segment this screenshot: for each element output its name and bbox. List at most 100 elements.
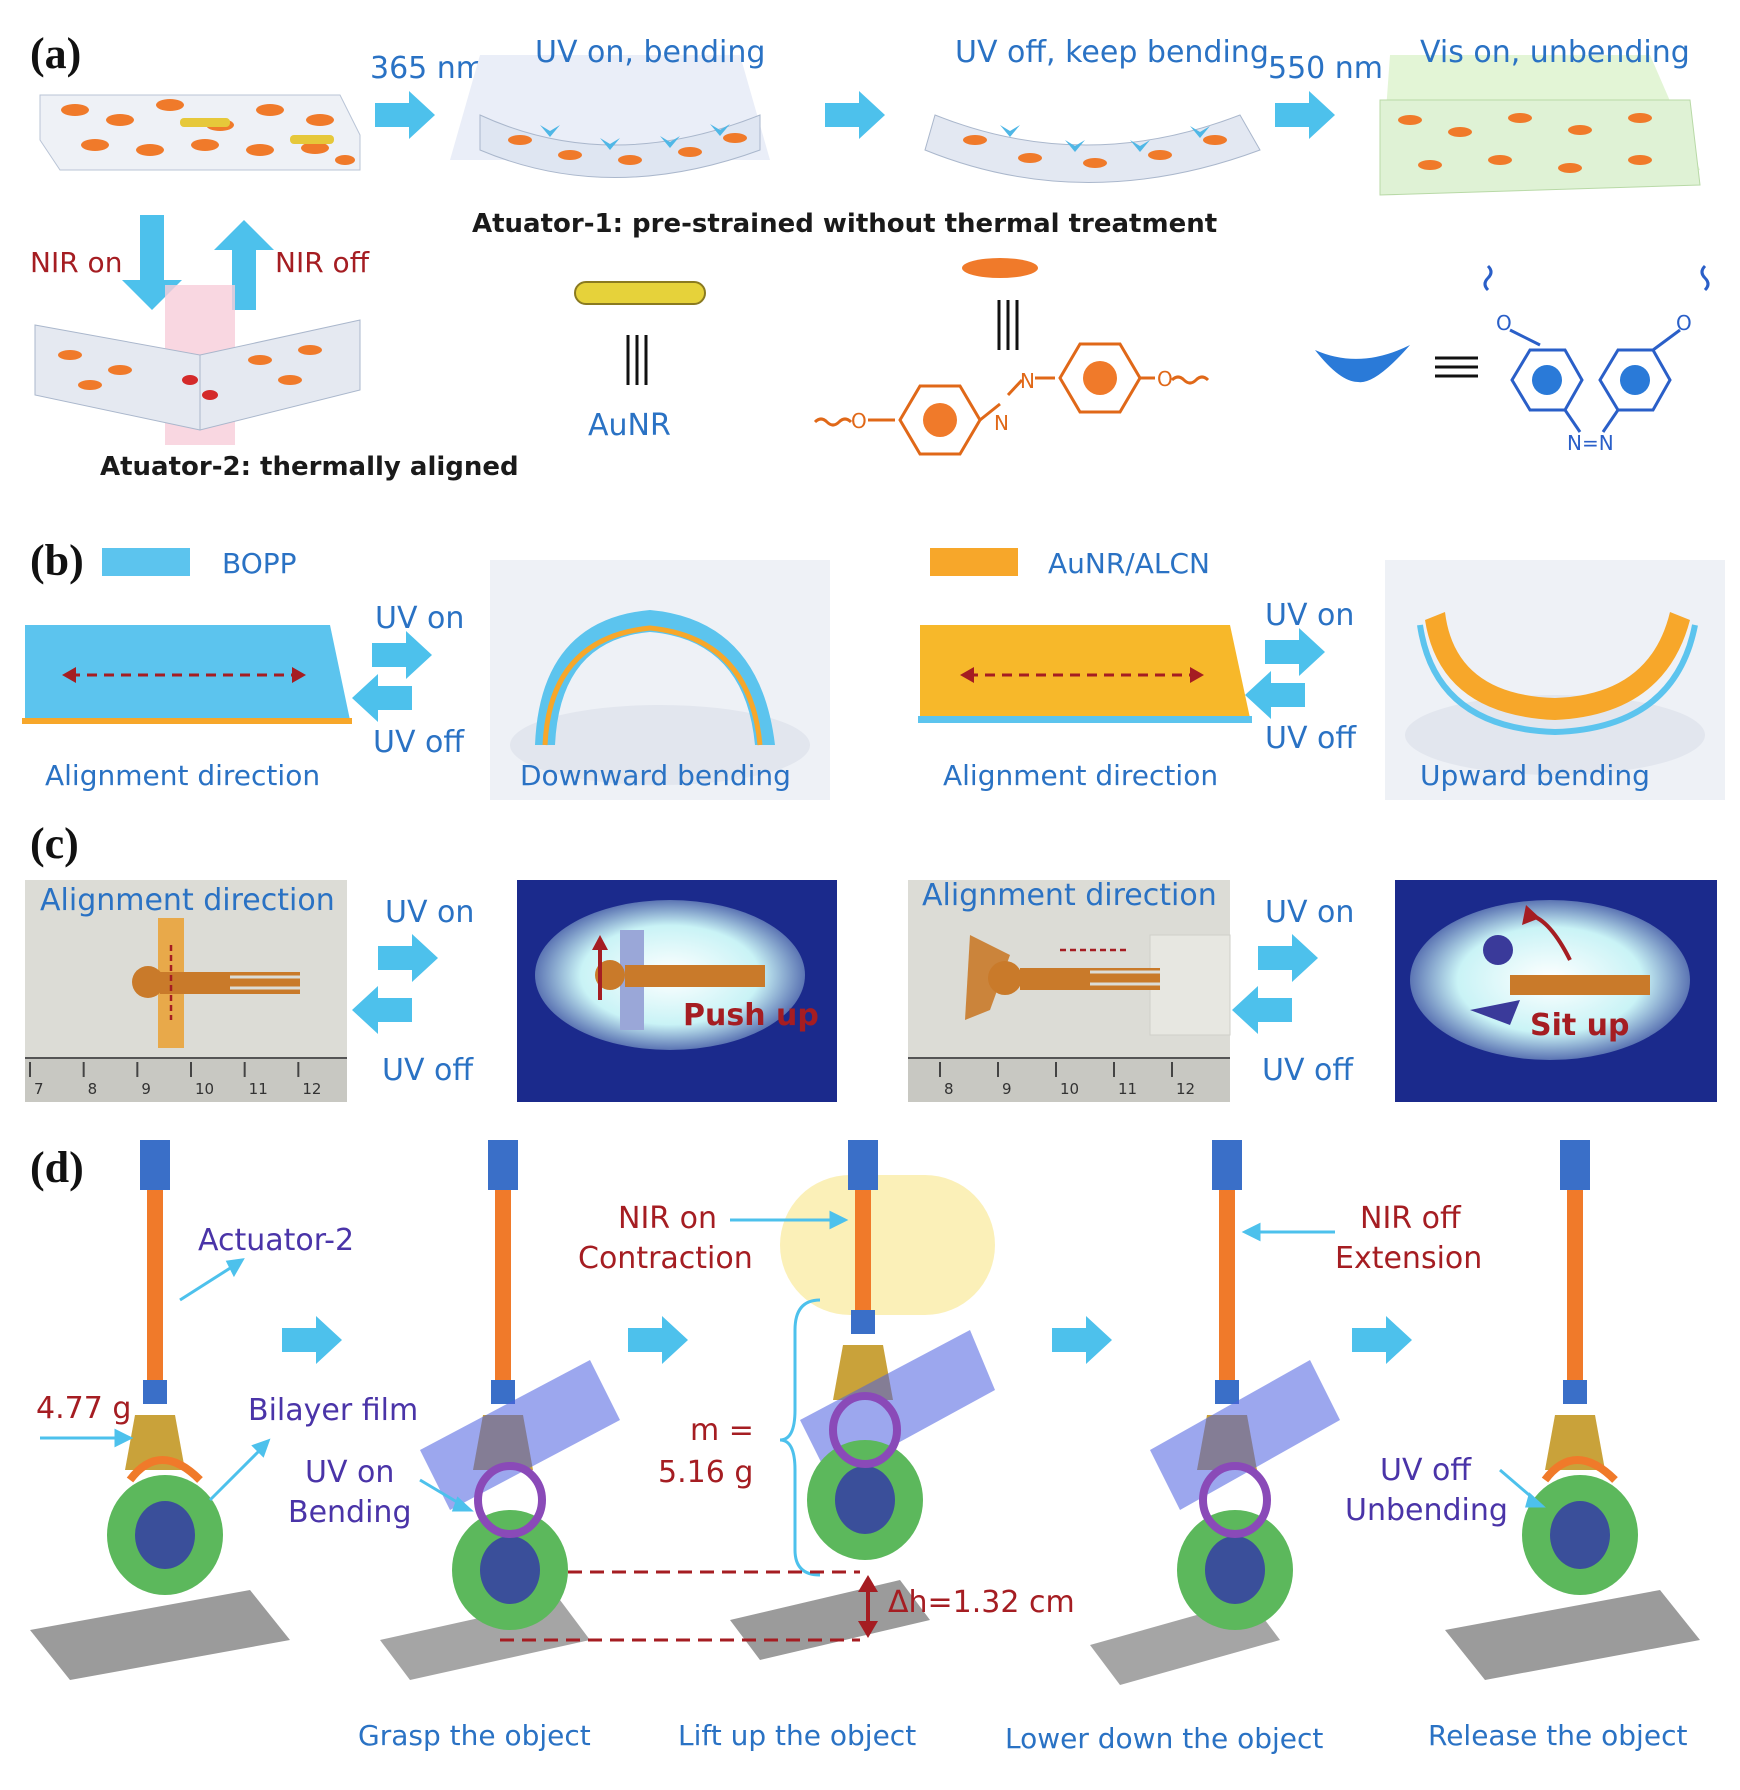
gripper-step-5 [1445, 1140, 1700, 1680]
ruler-tick-label: 11 [249, 1080, 268, 1098]
unbending-label: Unbending [1345, 1493, 1508, 1528]
ruler-tick-label: 10 [195, 1080, 214, 1098]
nir-off-label: NIR off [1360, 1201, 1462, 1236]
ring-fill [1083, 361, 1117, 395]
nir-on-label: NIR on [30, 246, 122, 279]
trans-N-2: N [1020, 369, 1035, 393]
downward-bending-film [490, 560, 830, 800]
sit-up-label: Sit up [1530, 1008, 1630, 1043]
bilayer-label: Bilayer film [248, 1393, 418, 1428]
nir-off-label: NIR off [275, 246, 370, 279]
flat-film-illustration [39, 94, 361, 171]
actuator1-caption: Atuator-1: pre-strained without thermal … [472, 209, 1217, 239]
wavelength-365: 365 nm [370, 51, 485, 86]
ring-fill [1532, 365, 1562, 395]
ruler-tick-label: 11 [1118, 1080, 1137, 1098]
extension-label: Extension [1335, 1241, 1482, 1276]
photo-sit-up [1395, 880, 1717, 1102]
aunr-rod-icon [574, 281, 706, 305]
arrow-right-icon [1258, 934, 1318, 982]
gripper-step-2 [380, 1140, 620, 1680]
nir-up-arrow [214, 220, 274, 310]
c-left-uv-on: UV on [385, 895, 474, 930]
c-right-uv-off: UV off [1262, 1053, 1354, 1088]
cis-O-right: O [1676, 311, 1692, 335]
arrow-right-icon [1352, 1316, 1412, 1364]
keep-bending-film [924, 114, 1261, 183]
gripper-step-1 [30, 1140, 290, 1680]
panel-c-label: (c) [30, 819, 79, 868]
photo-flat-figure [25, 880, 347, 1102]
nir-on-label: NIR on [618, 1201, 717, 1236]
step-lower: Lower down the object [1005, 1722, 1323, 1755]
step-keep-bending: UV off, keep bending [955, 35, 1269, 70]
photo-folded-figure [908, 880, 1231, 1102]
cis-NN: N=N [1567, 431, 1614, 455]
actuator2-film [34, 285, 361, 445]
alcn-legend-label: AuNR/ALCN [1048, 547, 1210, 580]
bopp-flat-film [22, 625, 352, 724]
bopp-legend-swatch [102, 548, 190, 576]
panel-a-label: (a) [30, 29, 81, 78]
step-grasp: Grasp the object [358, 1719, 591, 1752]
ring-fill [923, 403, 957, 437]
right-uv-on: UV on [1265, 598, 1354, 633]
arrow-right-icon [825, 91, 885, 139]
bopp-legend-label: BOPP [222, 547, 297, 580]
step-uv-bending: UV on, bending [535, 35, 765, 70]
cis-azobenzene-bent-icon [1315, 345, 1410, 383]
gripper-step-4 [1090, 1140, 1340, 1685]
step-lift: Lift up the object [678, 1719, 916, 1752]
delta-h-indicator [500, 1570, 878, 1642]
arrow-right-icon [282, 1316, 342, 1364]
uv-on-label: UV on [305, 1455, 394, 1490]
equivalence-symbol [1435, 356, 1478, 378]
arrow-right-icon [1052, 1316, 1112, 1364]
arrow-left-icon [1232, 986, 1292, 1034]
cis-azobenzene-structure [1483, 264, 1710, 433]
upward-bending-film [1385, 560, 1725, 800]
mass-1-label: 4.77 g [36, 1391, 131, 1426]
mass-2-line2: 5.16 g [658, 1455, 753, 1490]
step-release: Release the object [1428, 1719, 1687, 1752]
ruler-tick-label: 9 [141, 1080, 151, 1098]
bending-label: Bending [288, 1495, 412, 1530]
arrow-left-icon [352, 986, 412, 1034]
right-uv-off: UV off [1265, 721, 1357, 756]
arrow-right-icon [372, 631, 432, 679]
gripper-step-3 [730, 1140, 995, 1660]
unbending-film [1379, 55, 1701, 196]
arrow-left-icon [352, 674, 412, 722]
alcn-legend-swatch [930, 548, 1018, 576]
panel-b-label: (b) [30, 536, 84, 585]
ruler-tick-label: 10 [1060, 1080, 1079, 1098]
arrow-left-icon [1245, 671, 1305, 719]
callout-arrows [40, 1210, 1546, 1512]
delta-h-label: Δh=1.32 cm [888, 1585, 1075, 1620]
arrow-right-icon [1275, 91, 1335, 139]
uv-bending-film [450, 55, 770, 178]
uv-off-label: UV off [1380, 1453, 1472, 1488]
ruler-tick-label: 9 [1002, 1080, 1012, 1098]
c-left-uv-off: UV off [382, 1053, 474, 1088]
photo-push-up [517, 880, 837, 1102]
push-up-label: Push up [683, 998, 819, 1033]
actuator2-caption: Atuator-2: thermally aligned [100, 452, 519, 482]
left-uv-on: UV on [375, 601, 464, 636]
ruler-tick-label: 8 [88, 1080, 98, 1098]
c-right-alignment: Alignment direction [922, 878, 1217, 913]
step-vis-unbending: Vis on, unbending [1420, 35, 1690, 70]
right-result-label: Upward bending [1420, 759, 1650, 792]
c-left-alignment: Alignment direction [40, 883, 335, 918]
arrow-right-icon [375, 91, 435, 139]
ruler-tick-label: 8 [944, 1080, 954, 1098]
right-alignment-label: Alignment direction [943, 759, 1218, 792]
mass-2-line1: m = [690, 1413, 754, 1448]
aunr-label: AuNR [588, 408, 671, 443]
c-right-uv-on: UV on [1265, 895, 1354, 930]
identity-symbol [997, 300, 1019, 350]
panel-d-label: (d) [30, 1143, 84, 1192]
